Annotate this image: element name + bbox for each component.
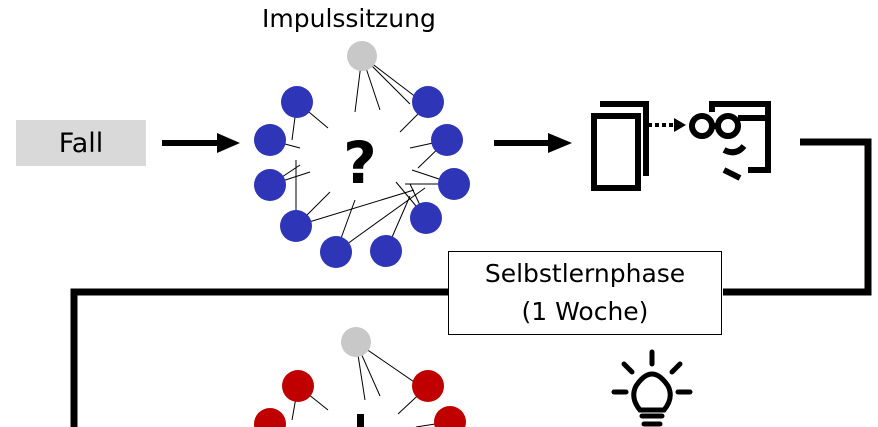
moderator-node bbox=[347, 41, 377, 71]
lightbulb-icon bbox=[611, 349, 693, 427]
phase-duration: (1 Woche) bbox=[521, 297, 649, 326]
participant-node bbox=[410, 202, 442, 234]
arrow-case-to-session bbox=[162, 133, 240, 153]
moderator-node bbox=[341, 327, 371, 357]
participant-node bbox=[370, 235, 402, 267]
participant-node bbox=[412, 86, 444, 118]
question-mark: ? bbox=[343, 129, 377, 197]
flow-connector-line-left bbox=[70, 288, 448, 427]
reading-person-icon bbox=[689, 101, 771, 181]
document-icon bbox=[591, 101, 649, 191]
participant-node bbox=[320, 236, 352, 268]
participant-node bbox=[254, 408, 286, 427]
case-box: Fall bbox=[16, 120, 146, 166]
participant-node bbox=[434, 406, 466, 427]
partial-symbol bbox=[357, 414, 364, 427]
participant-node bbox=[431, 124, 463, 156]
session-title: Impulssitzung bbox=[262, 4, 436, 33]
phase-title: Selbstlernphase bbox=[484, 259, 686, 288]
arrow-session-to-study bbox=[494, 133, 572, 153]
participant-node bbox=[280, 210, 312, 242]
participant-node bbox=[438, 168, 470, 200]
participant-node bbox=[412, 370, 444, 402]
dotted-arrow-icon bbox=[648, 118, 686, 132]
self-study-phase-box: Selbstlernphase (1 Woche) bbox=[448, 251, 722, 335]
participant-node bbox=[254, 169, 286, 201]
flow-connector-line bbox=[723, 138, 872, 296]
participant-node bbox=[281, 86, 313, 118]
case-label: Fall bbox=[58, 127, 104, 159]
participant-node bbox=[254, 124, 286, 156]
participant-node bbox=[282, 370, 314, 402]
